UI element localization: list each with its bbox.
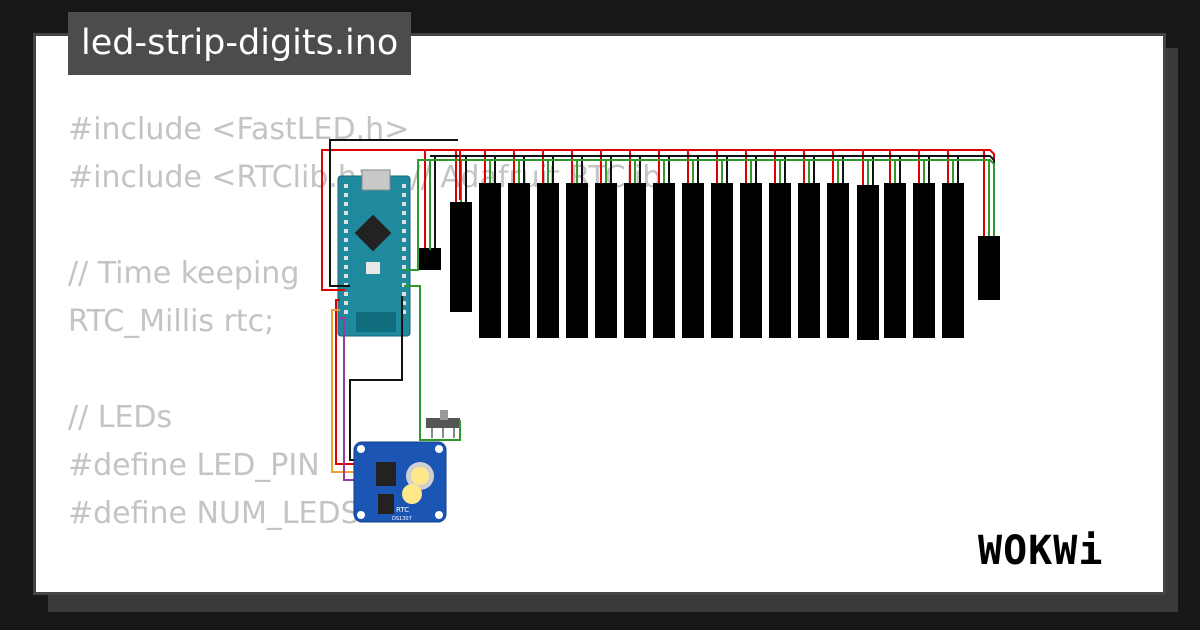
header-pin: [402, 301, 406, 305]
header-pin: [344, 265, 348, 269]
header-pin: [344, 292, 348, 296]
header-pin: [402, 274, 406, 278]
led-strip[interactable]: [769, 183, 791, 338]
led-strip[interactable]: [595, 183, 617, 338]
header-pin: [402, 229, 406, 233]
header-pin: [402, 184, 406, 188]
header-pin: [402, 265, 406, 269]
led-strip[interactable]: [884, 183, 906, 338]
wokwi-logo: WOKWi: [978, 528, 1104, 574]
led-strip[interactable]: [913, 183, 935, 338]
rtc-label: RTC: [396, 506, 409, 514]
header-pin: [344, 229, 348, 233]
led-strip[interactable]: [419, 248, 441, 270]
header-pin: [344, 256, 348, 260]
project-title[interactable]: led-strip-digits.ino: [68, 12, 412, 75]
header-pin: [344, 193, 348, 197]
led-strip[interactable]: [711, 183, 733, 338]
header-pin: [402, 256, 406, 260]
header-pin: [344, 274, 348, 278]
led-strip[interactable]: [942, 183, 964, 338]
led-strips: [419, 183, 1000, 340]
led-strip[interactable]: [624, 183, 646, 338]
code-line: // LEDs: [68, 400, 173, 435]
mcu-chip: [354, 214, 392, 252]
code-line: #define LED_PIN: [68, 448, 320, 483]
led-strip[interactable]: [857, 185, 879, 340]
led-strip[interactable]: [479, 183, 501, 338]
header-pin: [402, 220, 406, 224]
header-pin: [402, 238, 406, 242]
code-line: #include <FastLED.h>: [68, 112, 410, 147]
led-strip[interactable]: [682, 183, 704, 338]
code-line: // Time keeping: [68, 256, 300, 291]
led-strip[interactable]: [740, 183, 762, 338]
led-strip[interactable]: [508, 183, 530, 338]
led-strip[interactable]: [978, 236, 1000, 300]
header-pin: [344, 238, 348, 242]
header-pin: [402, 193, 406, 197]
header-pin: [402, 202, 406, 206]
header-pin: [402, 292, 406, 296]
led-strip[interactable]: [450, 202, 472, 312]
header-pin: [344, 301, 348, 305]
header-pin: [402, 310, 406, 314]
rtc-chip: [376, 462, 396, 486]
slide-switch[interactable]: [426, 410, 460, 438]
led-strip[interactable]: [537, 183, 559, 338]
header-pin: [402, 247, 406, 251]
header-pin: [344, 202, 348, 206]
arduino-nano[interactable]: [337, 169, 411, 337]
code-line: #define NUM_LEDS: [68, 496, 360, 531]
led-strip[interactable]: [827, 183, 849, 338]
header-pin: [344, 247, 348, 251]
led-strip[interactable]: [798, 183, 820, 338]
header-pin: [344, 220, 348, 224]
led-strip[interactable]: [653, 183, 675, 338]
usb-port: [361, 169, 391, 191]
rtc-module[interactable]: RTC DS1307: [353, 441, 447, 523]
header-pin: [344, 211, 348, 215]
header-pin: [344, 310, 348, 314]
header-pin: [344, 184, 348, 188]
code-line: RTC_Millis rtc;: [68, 304, 275, 339]
led-strip[interactable]: [566, 183, 588, 338]
rtc-chip-label: DS1307: [392, 516, 412, 522]
strip-wires: [424, 149, 995, 248]
header-pin: [402, 211, 406, 215]
